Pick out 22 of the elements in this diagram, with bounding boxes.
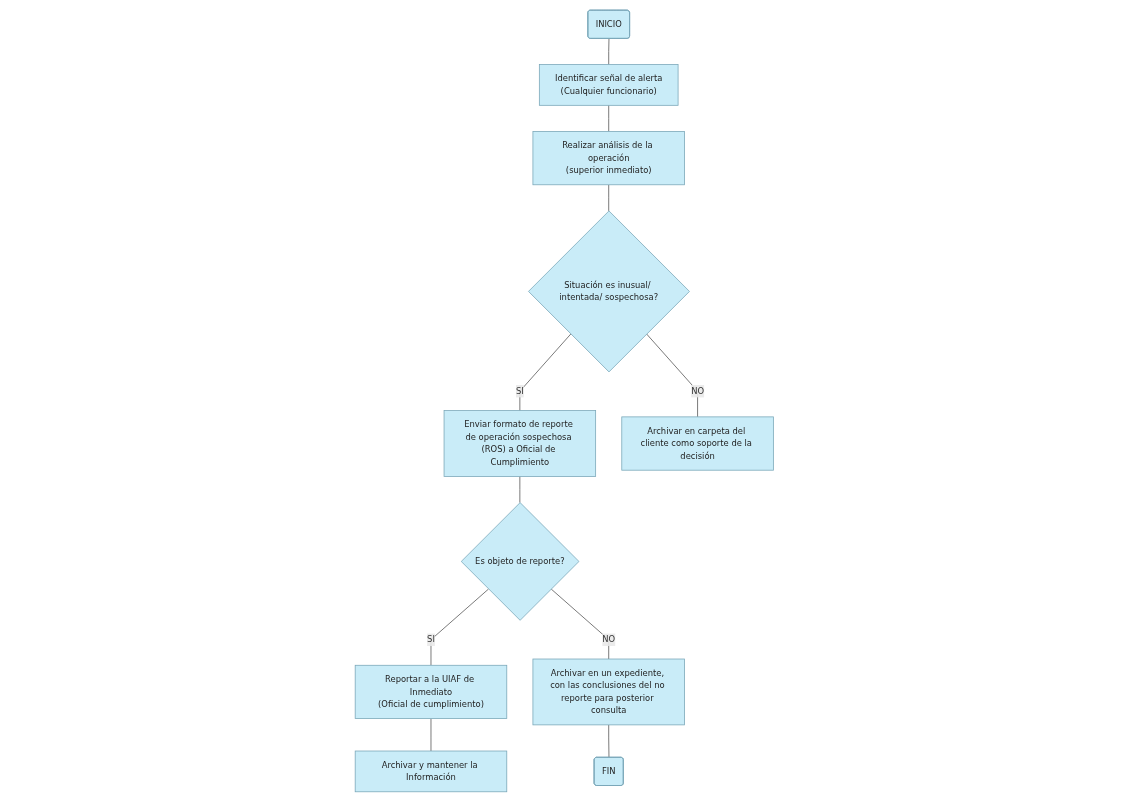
edge-label: SI bbox=[427, 634, 436, 645]
edge-label: NO bbox=[602, 634, 616, 645]
connector bbox=[646, 333, 699, 418]
node-box: Enviar formato de reporte de operación sospechosa (ROS) a Oficial de Cumplimiento bbox=[443, 410, 597, 477]
node-box: Archivar en carpeta del cliente como soporte de la decisión bbox=[621, 416, 774, 471]
node-box: Reportar a la UIAF de Inmediato (Oficial de cumplimiento) bbox=[355, 664, 508, 719]
connector bbox=[608, 38, 610, 65]
edge-label: NO bbox=[691, 386, 705, 396]
connector bbox=[519, 476, 521, 503]
connector bbox=[551, 588, 610, 660]
node-diamond: Situación es inusual/ intentada/ sospechosa? bbox=[528, 210, 691, 373]
connector bbox=[519, 333, 572, 411]
node-box: Archivar y mantener la Información bbox=[355, 750, 508, 793]
connector bbox=[608, 104, 610, 132]
node-diamond: Es objeto de reporte? bbox=[461, 502, 580, 621]
node-box: Identificar señal de alerta (Cualquier funcionario) bbox=[539, 64, 679, 106]
node-box: Realizar análisis de la operación (superior inmediato) bbox=[532, 131, 686, 186]
node-box: Archivar en un expediente, con las conclusiones del no reporte para posterior consulta bbox=[532, 658, 686, 726]
connector bbox=[430, 588, 490, 666]
edge-label: SI bbox=[516, 386, 524, 396]
connector bbox=[608, 184, 610, 212]
connector bbox=[608, 724, 610, 758]
